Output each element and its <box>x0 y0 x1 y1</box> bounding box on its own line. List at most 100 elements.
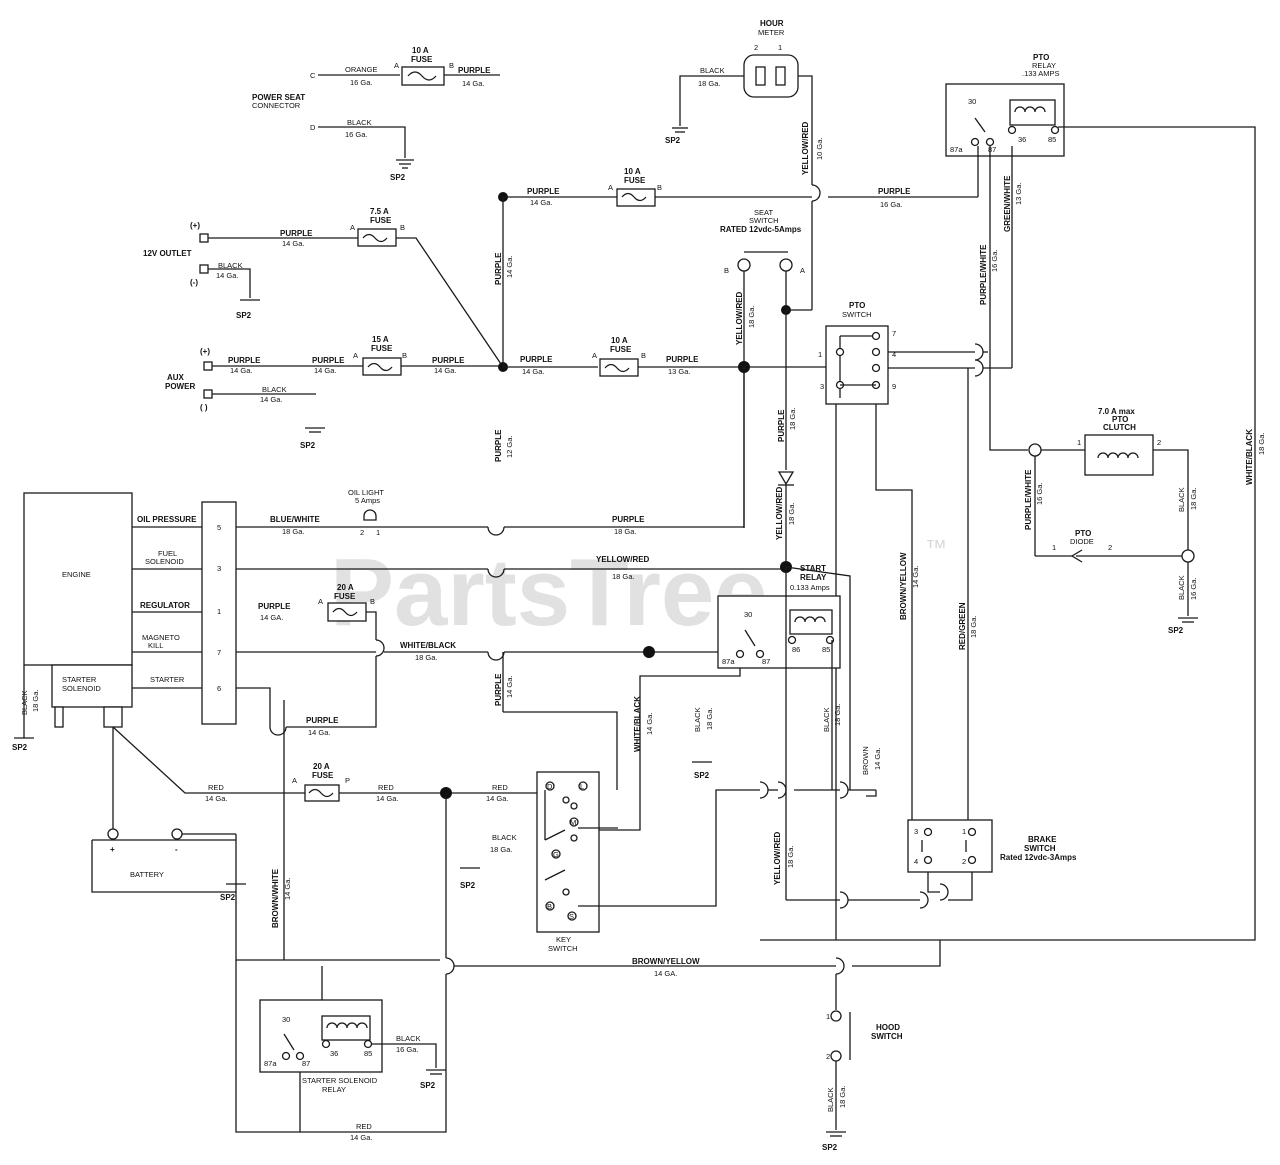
svg-text:SP2: SP2 <box>1168 626 1184 635</box>
svg-text:12 Ga.: 12 Ga. <box>505 435 514 458</box>
oil-light: OIL LIGHT 5 Amps 2 1 BLUE/WHITE 18 Ga. P… <box>236 367 745 537</box>
hood-switch: 1 2 HOOD SWITCH BLACK 18 Ga. SP2 <box>822 974 903 1152</box>
svg-text:BROWN: BROWN <box>861 746 870 775</box>
battery: + - BATTERY SP2 <box>91 727 246 902</box>
svg-text:B: B <box>402 351 407 360</box>
svg-text:30: 30 <box>968 97 976 106</box>
watermark: PartsTree <box>330 539 768 646</box>
svg-text:MAGNETO: MAGNETO <box>142 633 180 642</box>
svg-text:3: 3 <box>914 827 918 836</box>
svg-text:BROWN/YELLOW: BROWN/YELLOW <box>632 957 700 966</box>
12v-outlet: (+) PURPLE 14 Ga. 7.5 A FUSE A B 12V OUT… <box>143 207 504 368</box>
svg-text:PURPLE: PURPLE <box>520 355 553 364</box>
svg-text:G: G <box>553 850 559 859</box>
svg-text:85: 85 <box>364 1049 372 1058</box>
svg-text:A: A <box>318 597 323 606</box>
svg-text:36: 36 <box>330 1049 338 1058</box>
svg-text:BROWN/YELLOW: BROWN/YELLOW <box>899 552 908 620</box>
svg-text:B: B <box>400 223 405 232</box>
svg-text:BRAKE: BRAKE <box>1028 835 1057 844</box>
svg-text:SP2: SP2 <box>12 743 28 752</box>
svg-text:1: 1 <box>376 528 380 537</box>
svg-text:30: 30 <box>282 1015 290 1024</box>
pto-relay: PTO RELAY .133 AMPS 30 87a 87 36 85 <box>760 53 1256 941</box>
svg-text:PURPLE: PURPLE <box>777 409 786 442</box>
svg-text:SP2: SP2 <box>665 136 681 145</box>
svg-text:86: 86 <box>792 645 800 654</box>
svg-text:14 Ga.: 14 Ga. <box>260 395 283 404</box>
svg-text:PURPLE: PURPLE <box>432 356 465 365</box>
svg-text:BLACK: BLACK <box>693 707 702 732</box>
svg-text:FUSE: FUSE <box>312 771 334 780</box>
svg-text:BLACK: BLACK <box>1177 487 1186 512</box>
svg-text:1: 1 <box>778 43 782 52</box>
svg-text:A: A <box>350 223 355 232</box>
svg-text:FUSE: FUSE <box>624 176 646 185</box>
svg-text:87a: 87a <box>950 145 963 154</box>
svg-text:PURPLE/WHITE: PURPLE/WHITE <box>979 244 988 305</box>
svg-text:A: A <box>608 183 613 192</box>
svg-text:HOUR: HOUR <box>760 19 784 28</box>
svg-text:18 Ga.: 18 Ga. <box>490 845 513 854</box>
svg-text:PTO: PTO <box>1112 415 1128 424</box>
svg-text:0.133 Amps: 0.133 Amps <box>790 583 830 592</box>
svg-text:PTO: PTO <box>1033 53 1049 62</box>
svg-text:12V OUTLET: 12V OUTLET <box>143 249 192 258</box>
fuse-20a-red <box>304 784 340 802</box>
regulator-fuse: 20 A FUSE A B PURPLE 14 GA. <box>258 583 385 728</box>
svg-text:KILL: KILL <box>148 641 163 650</box>
svg-text:S: S <box>569 912 574 921</box>
svg-text:PURPLE: PURPLE <box>280 229 313 238</box>
svg-text:3: 3 <box>217 564 221 573</box>
svg-text:RED: RED <box>356 1122 372 1131</box>
starter-wire: PURPLE 14 Ga. PURPLE 14 Ga. <box>236 652 618 790</box>
svg-text:2: 2 <box>360 528 364 537</box>
svg-text:SP2: SP2 <box>390 173 406 182</box>
pto-clutch: 7.0 A max PTO CLUTCH 1 2 PURPLE/WHITE 16… <box>1024 407 1198 556</box>
svg-text:A: A <box>394 61 399 70</box>
svg-text:BLUE/WHITE: BLUE/WHITE <box>270 515 320 524</box>
svg-text:5: 5 <box>217 523 221 532</box>
svg-text:16 Ga.: 16 Ga. <box>990 249 999 272</box>
start-relay: START RELAY 0.133 Amps 30 87a 87 86 85 Y… <box>717 368 978 900</box>
svg-text:18 Ga.: 18 Ga. <box>833 703 842 726</box>
svg-text:2: 2 <box>962 857 966 866</box>
svg-text:18 Ga.: 18 Ga. <box>786 845 795 868</box>
starter-solenoid-relay: 30 87a 87 36 85 BLACK 16 Ga. SP2 STARTER… <box>259 999 446 1142</box>
svg-text:18 Ga.: 18 Ga. <box>614 527 637 536</box>
svg-text:YELLOW/RED: YELLOW/RED <box>735 291 744 345</box>
svg-text:DIODE: DIODE <box>1070 537 1094 546</box>
svg-text:RELAY: RELAY <box>800 573 827 582</box>
svg-text:16 Ga.: 16 Ga. <box>396 1045 419 1054</box>
svg-text:18 Ga.: 18 Ga. <box>415 653 438 662</box>
magneto-wire: WHITE/BLACK 18 Ga. <box>236 641 730 662</box>
svg-text:B: B <box>370 597 375 606</box>
svg-text:18 Ga.: 18 Ga. <box>1189 487 1198 510</box>
svg-text:14 Ga.: 14 Ga. <box>522 367 545 376</box>
svg-text:OIL LIGHT: OIL LIGHT <box>348 488 384 497</box>
svg-text:18 Ga.: 18 Ga. <box>969 615 978 638</box>
svg-text:2: 2 <box>1157 438 1161 447</box>
svg-text:16 Ga.: 16 Ga. <box>1189 577 1198 600</box>
svg-text:18 Ga.: 18 Ga. <box>838 1085 847 1108</box>
svg-text:SP2: SP2 <box>220 893 236 902</box>
svg-text:18 Ga.: 18 Ga. <box>698 79 721 88</box>
svg-text:RED: RED <box>378 783 394 792</box>
main-fuse-row: PURPLE 14 Ga. 10 A FUSE A B PURPLE 16 Ga… <box>498 146 979 209</box>
svg-text:RATED 12vdc-5Amps: RATED 12vdc-5Amps <box>720 225 802 234</box>
svg-text:BLACK: BLACK <box>20 690 29 715</box>
svg-text:1: 1 <box>1052 543 1056 552</box>
svg-text:B: B <box>724 266 729 275</box>
svg-text:B: B <box>449 61 454 70</box>
svg-text:PURPLE: PURPLE <box>458 66 491 75</box>
svg-text:BLACK: BLACK <box>347 118 372 127</box>
pto-diode: PTO DIODE 1 2 BLACK 16 Ga. SP2 <box>1035 529 1198 635</box>
svg-text:PURPLE: PURPLE <box>258 602 291 611</box>
svg-text:KEY: KEY <box>556 935 571 944</box>
svg-text:FUSE: FUSE <box>334 592 356 601</box>
engine-block: ENGINE OIL PRESSURE FUEL SOLENOID REGULA… <box>12 492 237 752</box>
svg-text:9: 9 <box>892 382 896 391</box>
svg-text:BLACK: BLACK <box>822 707 831 732</box>
svg-text:4: 4 <box>914 857 918 866</box>
svg-text:SOLENOID: SOLENOID <box>145 557 184 566</box>
